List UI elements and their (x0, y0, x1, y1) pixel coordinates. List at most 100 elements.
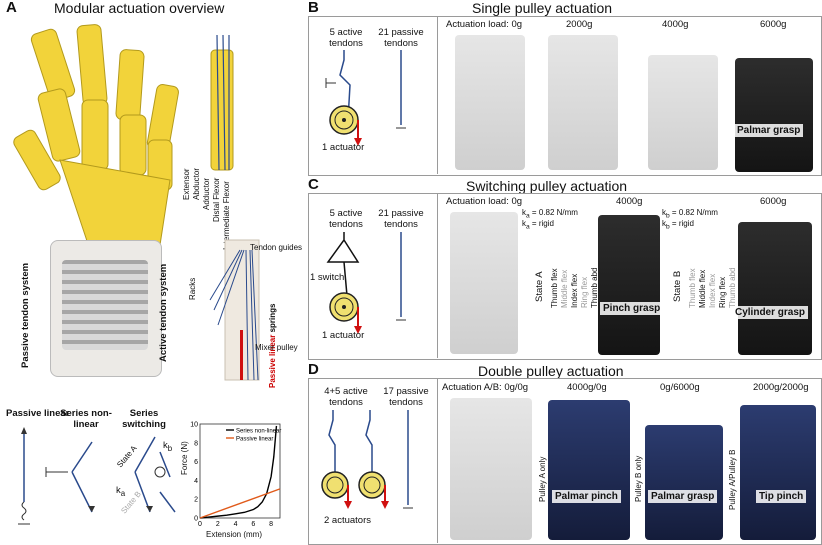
b-load-3: 6000g (760, 19, 787, 30)
c-stateA-finger-2: Index flex (570, 273, 579, 308)
d-active-tendons: 4+5 active tendons (324, 386, 368, 408)
chart-xlabel: Extension (mm) (206, 530, 263, 539)
b-load-0: Actuation load: 0g (446, 19, 523, 30)
chart-series-line-1 (199, 488, 281, 519)
b-pulley-schematic (325, 50, 406, 146)
mechanism-racks (62, 260, 148, 350)
racks-label: Racks (188, 277, 197, 300)
chart-series-line-0 (199, 425, 278, 519)
chart-xtick-label: 2 (216, 521, 220, 528)
c-stateA-label: State A (534, 271, 545, 302)
c-stateB-finger-1: Middle flex (698, 269, 707, 308)
d-load-1: 4000g/0g (567, 382, 607, 393)
d-mode-2: Pulley A/Pulley B (728, 449, 737, 510)
b-load-2: 4000g (662, 19, 689, 30)
c-stateB-finger-2: Index flex (708, 273, 717, 308)
d-load-2: 0g/6000g (660, 382, 700, 393)
c-stateA-grasp: Pinch grasp (600, 302, 664, 315)
passive-linear-spring-title: Passive linear (6, 408, 70, 419)
c-stateA-k2: ka = rigid (522, 219, 554, 231)
c-hand-photo-0 (450, 212, 518, 354)
d-load-3: 2000g/2000g (753, 382, 809, 393)
panel-a-title: Modular actuation overview (54, 0, 225, 16)
d-hand-photo-3 (740, 405, 816, 540)
b-hand-photo-3 (735, 58, 813, 172)
chart-ylabel: Force (N) (180, 441, 189, 475)
chart-ytick-label: 2 (194, 497, 198, 504)
c-stateB-k2-val: = rigid (669, 219, 694, 228)
chart-ytick-label: 6 (194, 459, 198, 466)
c-stateB-k2-sym: k (662, 219, 666, 228)
d-grasp-2: Tip pinch (756, 490, 807, 503)
chart-xtick-label: 8 (269, 521, 273, 528)
c-stateA-k1: ka = 0.82 N/mm (522, 208, 578, 220)
b-hand-photo-1 (548, 35, 618, 170)
spring-schematics (18, 427, 176, 525)
b-hand-photo-2 (648, 55, 718, 170)
panel-d-divider (437, 378, 438, 543)
panel-b-divider (437, 16, 438, 174)
c-stateA-k2-sub: a (526, 223, 530, 231)
passive-system-label: Passive tendon system (20, 262, 31, 368)
chart-ytick-label: 8 (194, 440, 198, 447)
c-stateA-k1-sym: k (522, 208, 526, 217)
c-stateB-k1-sub: b (666, 212, 670, 220)
tendon-label-0: Extensor (182, 168, 191, 200)
springs-word: springs (268, 303, 277, 335)
c-stateA-k1-sub: a (526, 212, 530, 220)
tendon-forearm-illustration (210, 34, 234, 171)
panel-a-letter: A (6, 0, 17, 16)
panel-c-frame (308, 193, 822, 360)
d-pulley-schematic (321, 410, 413, 509)
d-mode-1: Pulley B only (634, 455, 643, 502)
c-stateB-k1-sym: k (662, 208, 666, 217)
chart-xtick-label: 4 (234, 521, 238, 528)
c-stateB-label: State B (672, 270, 683, 302)
chart-legend-label-0: Series non-linear (236, 429, 281, 435)
chart-ytick-label: 4 (194, 478, 198, 485)
c-stateB-finger-0: Thumb flex (688, 268, 697, 308)
d-passive-tendons: 17 passive tendons (383, 386, 429, 408)
d-grasp-1: Palmar grasp (648, 490, 718, 503)
c-load-1: 4000g (616, 196, 643, 207)
panel-c-title: Switching pulley actuation (466, 178, 628, 194)
d-hand-photo-2 (645, 425, 723, 540)
d-load-0: Actuation A/B: 0g/0g (442, 382, 529, 393)
ka-subscript: a (120, 488, 126, 498)
chart-axes-frame (199, 423, 281, 519)
panel-b-letter: B (308, 0, 319, 16)
c-stateB-grasp: Cylinder grasp (732, 306, 809, 319)
c-load-2: 6000g (760, 196, 787, 207)
c-passive-tendons: 21 passive tendons (378, 208, 424, 230)
panel-c-letter: C (308, 176, 319, 193)
c-stateA-finger-1: Middle flex (560, 269, 569, 308)
mixer-pulley-label: Mixer pulley (255, 343, 298, 352)
b-actuator-label: 1 actuator (322, 142, 365, 153)
c-stateB-k2-sub: b (666, 223, 670, 231)
c-stateA-finger-3: Ring flex (580, 276, 589, 308)
b-passive-tendons: 21 passive tendons (378, 27, 424, 49)
d-hand-photo-1 (548, 400, 630, 540)
c-stateA-k2-val: = rigid (529, 219, 554, 228)
active-system-label: Active tendon system (158, 263, 169, 362)
c-hand-photo-1 (598, 215, 660, 355)
tendon-guides-label: Tendon guides (250, 243, 303, 252)
tendon-label-1: Abductor (192, 167, 201, 200)
tendon-label-3: Distal Flexor (212, 177, 221, 222)
c-stateA-finger-0: Thumb flex (550, 268, 559, 308)
b-load-1: 2000g (566, 19, 593, 30)
tendon-guide-illustration (209, 239, 260, 381)
d-actuator-label: 2 actuators (324, 515, 371, 526)
d-hand-photo-0 (450, 398, 532, 540)
kb-symbol: k (163, 440, 168, 451)
series-nonlinear-title: Series non-linear (60, 408, 112, 430)
b-hand-photo-0 (455, 35, 525, 170)
chart-xtick-label: 6 (251, 521, 255, 528)
c-stateB-finger-4: Thumb abd (728, 267, 737, 308)
c-stateB-finger-3: Ring flex (718, 276, 727, 308)
c-hand-photo-2 (738, 222, 812, 355)
kb-label: kb (163, 440, 172, 453)
chart-ytick-label: 10 (190, 422, 198, 429)
c-stateB-k1: kb = 0.82 N/mm (662, 208, 718, 220)
